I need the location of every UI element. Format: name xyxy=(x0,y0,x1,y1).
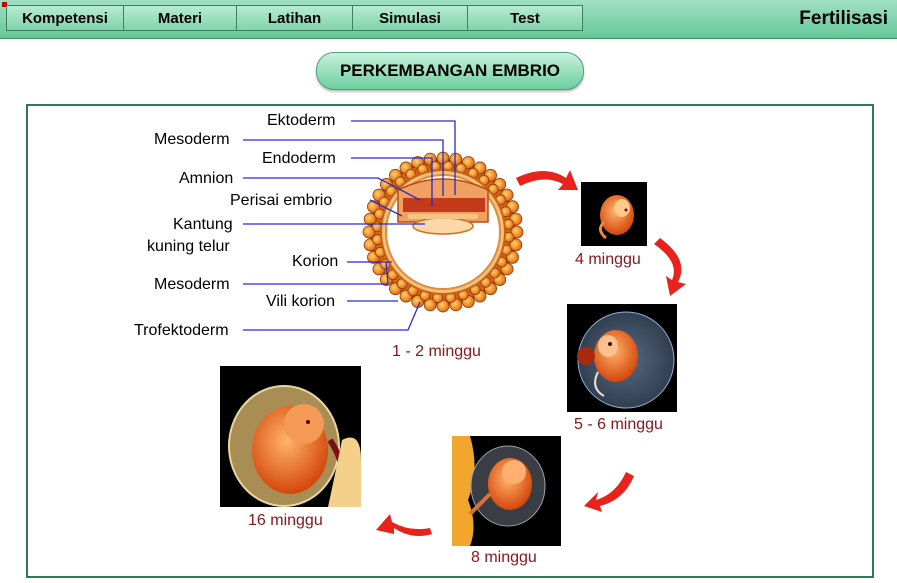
label-kantung: Kantung xyxy=(173,216,233,233)
villus-cell xyxy=(510,225,524,239)
stage-label-1-2-minggu: 1 - 2 minggu xyxy=(392,343,481,360)
blastocyst-diagram xyxy=(362,151,524,313)
nav-kompetensi-button[interactable]: Kompetensi xyxy=(6,5,124,31)
villus-cell xyxy=(423,298,437,312)
villus-cell xyxy=(363,212,377,226)
villus-cell xyxy=(436,299,450,313)
stage-label-5-6-minggu: 5 - 6 minggu xyxy=(574,416,663,433)
content-frame xyxy=(26,104,874,578)
label-trofektoderm: Trofektoderm xyxy=(134,322,229,339)
top-navigation-bar: Kompetensi Materi Latihan Simulasi Test … xyxy=(0,0,897,39)
nav-materi-button[interactable]: Materi xyxy=(123,5,237,31)
stage-label-4-minggu: 4 minggu xyxy=(575,251,641,268)
app-title: Fertilisasi xyxy=(799,8,888,29)
embryo-8-minggu-image xyxy=(452,436,561,546)
arrow-to-5-6-minggu xyxy=(654,238,686,296)
page-title: PERKEMBANGAN EMBRIO xyxy=(316,52,584,90)
label-amnion: Amnion xyxy=(179,170,234,187)
label-perisai-embrio: Perisai embrio xyxy=(230,192,333,209)
label-korion: Korion xyxy=(292,253,339,270)
embryo-5-6-minggu-image xyxy=(567,304,677,412)
label-kuning-telur: kuning telur xyxy=(147,238,230,255)
arrow-to-4-minggu xyxy=(516,170,578,190)
villus-cell xyxy=(509,238,523,252)
villus-cell xyxy=(449,152,463,166)
nav-latihan-button[interactable]: Latihan xyxy=(236,5,353,31)
arrow-to-8-minggu xyxy=(584,472,634,512)
label-mesoderm-bottom: Mesoderm xyxy=(154,276,230,293)
label-vili-korion: Vili korion xyxy=(266,293,336,310)
embryo-4-minggu-image xyxy=(581,182,647,246)
stage-label-16-minggu: 16 minggu xyxy=(248,512,323,529)
arrow-to-16-minggu xyxy=(376,514,432,536)
label-ektoderm: Ektoderm xyxy=(267,112,336,129)
label-mesoderm-top: Mesoderm xyxy=(154,131,230,148)
stage-label-8-minggu: 8 minggu xyxy=(471,549,537,566)
label-endoderm: Endoderm xyxy=(262,150,336,167)
stage-arrows xyxy=(376,170,686,536)
fetus-16-minggu-image xyxy=(220,366,361,507)
villus-cell xyxy=(362,225,376,239)
label-pointer-lines xyxy=(243,120,456,331)
corner-mark xyxy=(2,2,7,7)
nav-simulasi-button[interactable]: Simulasi xyxy=(352,5,468,31)
nav-test-button[interactable]: Test xyxy=(467,5,583,31)
